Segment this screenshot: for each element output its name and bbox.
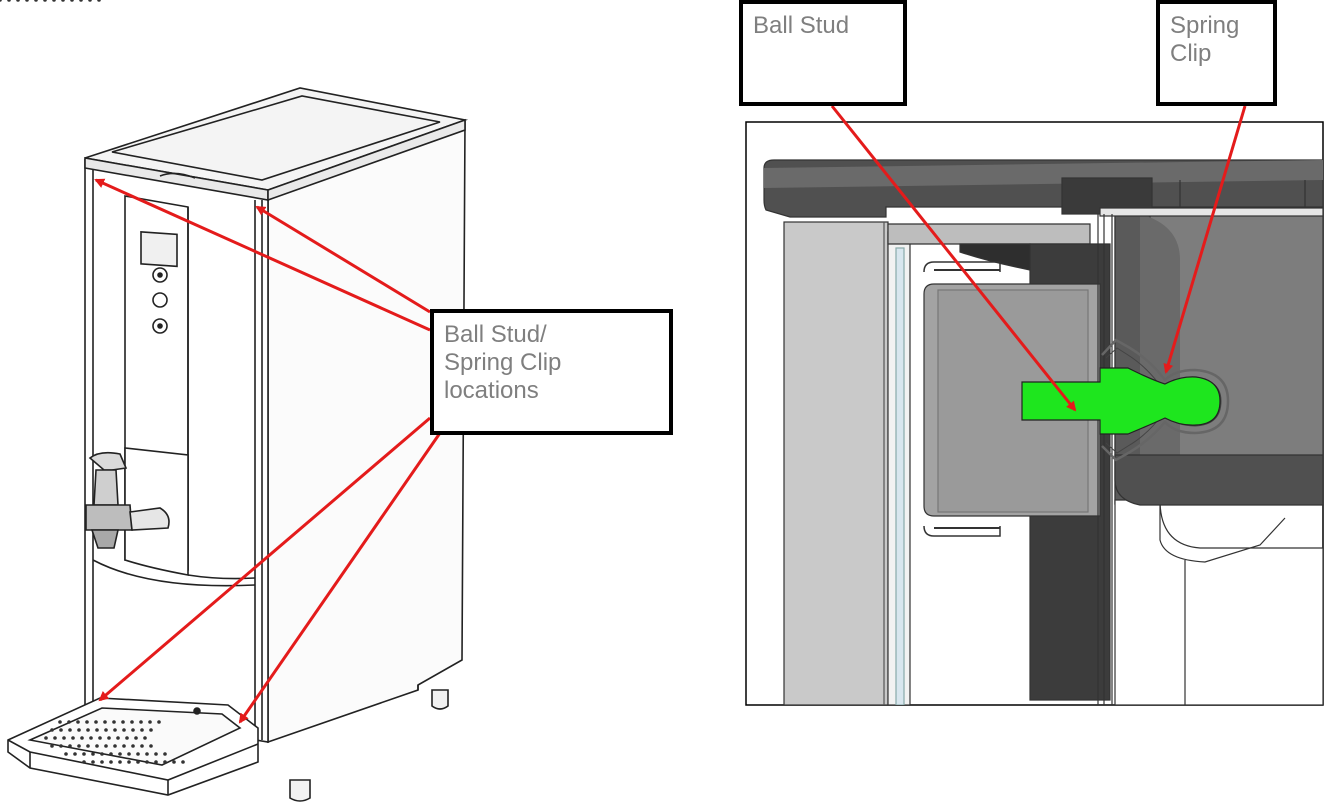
- ball-stud-highlight: [1021, 367, 1221, 435]
- arrow-to-ball-stud: [830, 105, 1077, 412]
- arrow-to-spring-clip: [1163, 105, 1247, 374]
- arrow-to-tray-right-location: [238, 432, 442, 724]
- callout-spring-clip: Spring Clip: [1156, 0, 1277, 106]
- callout-arrows: [94, 105, 1247, 724]
- arrow-to-top-right-location: [255, 205, 431, 314]
- callout-ball-stud: Ball Stud: [739, 0, 907, 106]
- drip-tray-perforations: [0, 0, 185, 764]
- callout-ball-stud-spring-clip-locations: Ball Stud/ Spring Clip locations: [430, 309, 673, 435]
- section-detail-view: [745, 121, 1324, 706]
- water-boiler-illustration: [7, 87, 469, 802]
- arrow-to-top-left-location: [94, 178, 431, 332]
- arrow-to-tray-left-location: [98, 416, 431, 702]
